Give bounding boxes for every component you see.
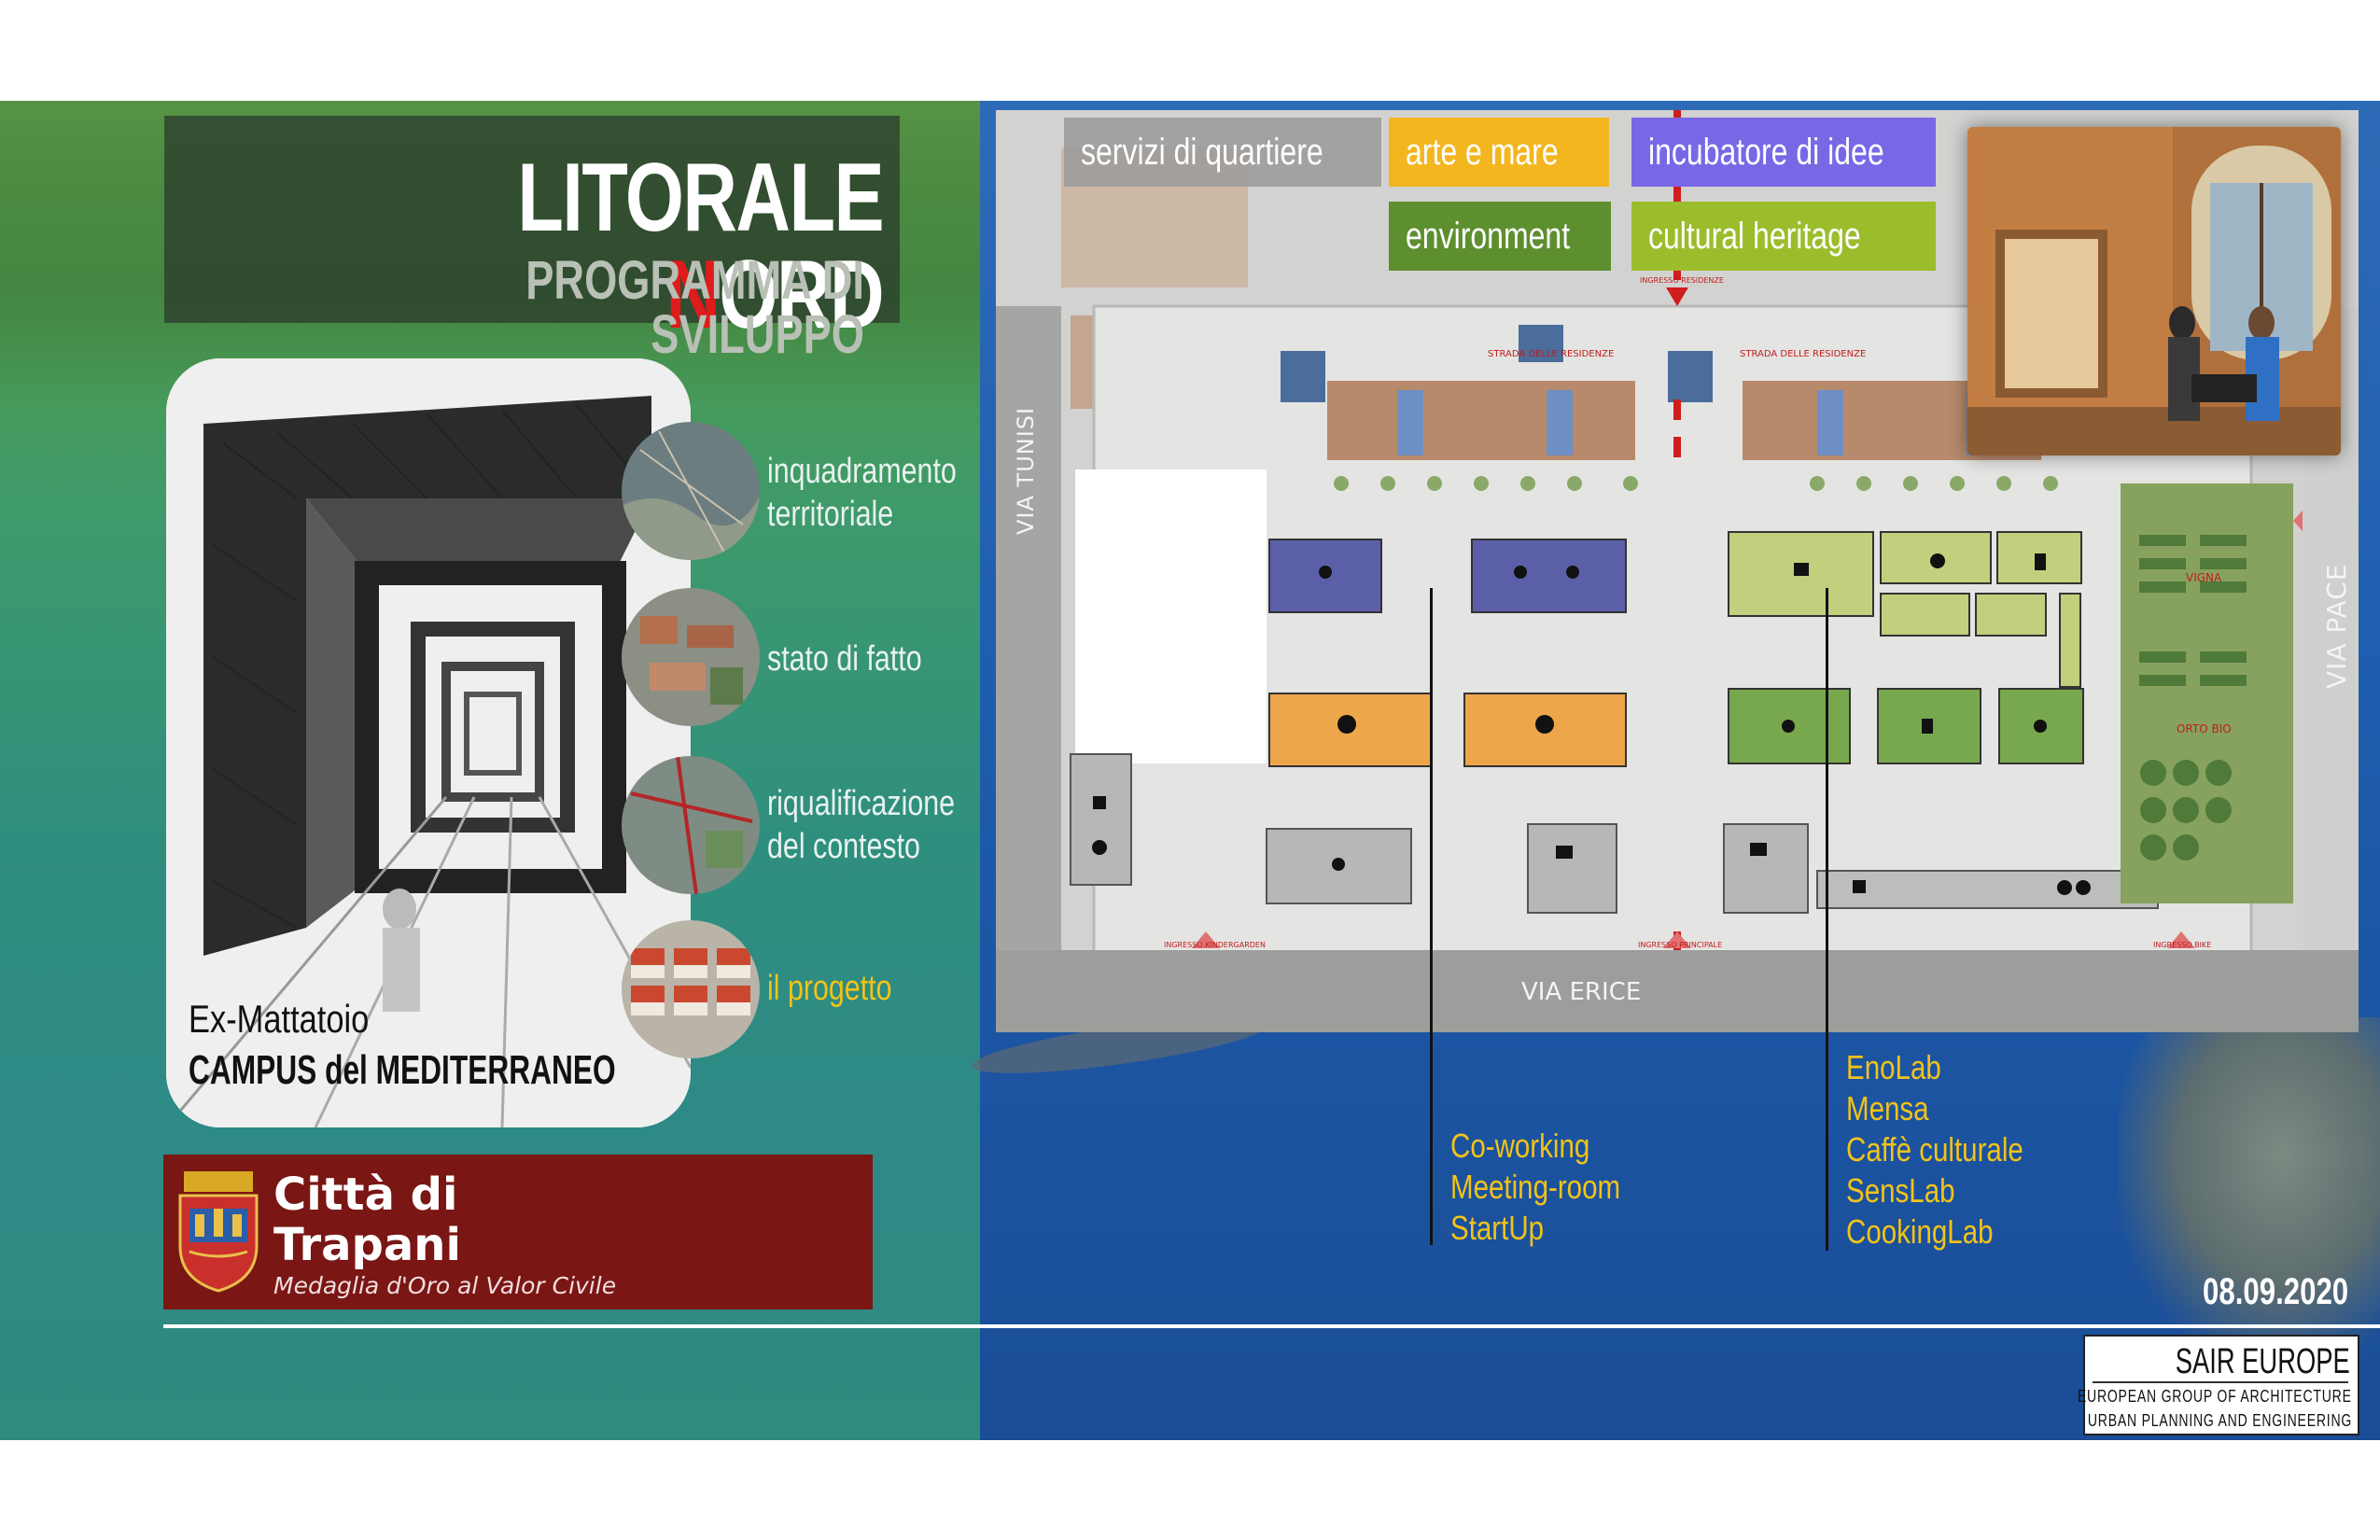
street-label-via-erice: VIA ERICE: [1521, 978, 1642, 1006]
nav-progetto-thumbnail[interactable]: [622, 920, 760, 1058]
project-location-label: Ex-Mattatoio: [189, 997, 370, 1041]
divider-line: [163, 1324, 2380, 1328]
heritage-callout-line: [1826, 588, 1828, 1251]
sair-subtitle-2: URBAN PLANNING AND ENGINEERING: [2087, 1411, 2352, 1430]
presentation-date: 08.09.2020: [2203, 1271, 2349, 1312]
sair-title: SAIR EUROPE: [2175, 1342, 2350, 1381]
label-vigna: VIGNA: [2186, 571, 2222, 584]
project-name-label: CAMPUS del MEDITERRANEO: [189, 1047, 616, 1093]
sair-subtitle-1: EUROPEAN GROUP OF ARCHITECTURE: [2078, 1387, 2352, 1406]
label-ingresso-principale: INGRESSO PRINCIPALE: [1638, 941, 1723, 949]
nav-stato-di-fatto-label[interactable]: stato di fatto: [767, 639, 922, 679]
label-orto-bio: ORTO BIO: [2177, 722, 2232, 735]
corridor-sketch: [166, 358, 691, 1127]
sair-divider: [2093, 1381, 2348, 1383]
nav-stato-di-fatto-thumbnail[interactable]: [622, 588, 760, 726]
nav-riqualificazione-thumbnail[interactable]: [622, 756, 760, 894]
label-ingresso-kindergarden: INGRESSO KINDERGARDEN: [1164, 941, 1266, 949]
coastline-image: [2119, 1017, 2380, 1363]
label-strada-residenze-right: STRADA DELLE RESIDENZE: [1740, 349, 1867, 359]
legend-environment: environment: [1389, 202, 1611, 271]
title-box: [164, 116, 900, 323]
legend-arte-e-mare: arte e mare: [1389, 118, 1609, 187]
city-motto: Medaglia d'Oro al Valor Civile: [273, 1272, 617, 1299]
label-ingresso-residenze: INGRESSO RESIDENZE: [1640, 276, 1724, 285]
nav-progetto-label[interactable]: il progetto: [767, 969, 892, 1008]
legend-incubatore-di-idee: incubatore di idee: [1631, 118, 1936, 187]
nav-inquadramento-thumbnail[interactable]: [622, 422, 760, 560]
street-label-via-pace: VIA PACE: [2321, 563, 2352, 689]
label-strada-residenze-left: STRADA DELLE RESIDENZE: [1488, 349, 1615, 359]
trapani-crest-icon: [178, 1171, 259, 1293]
sair-europe-logo: SAIR EUROPE EUROPEAN GROUP OF ARCHITECTU…: [2078, 1335, 2359, 1435]
page-title: LITORALE NORD: [517, 144, 884, 349]
label-ingresso-bike: INGRESSO BIKE: [2153, 941, 2212, 949]
sketch-card: Ex-Mattatoio CAMPUS del MEDITERRANEO: [166, 358, 691, 1127]
legend-cultural-heritage: cultural heritage: [1631, 202, 1936, 271]
page-subtitle: PROGRAMMA DI SVILUPPO: [525, 250, 864, 365]
interior-render-image: [1967, 127, 2341, 455]
legend-servizi-di-quartiere: servizi di quartiere: [1064, 118, 1381, 187]
street-label-via-tunisi: VIA TUNISI: [1013, 406, 1039, 535]
incubator-callout-line: [1430, 588, 1433, 1245]
